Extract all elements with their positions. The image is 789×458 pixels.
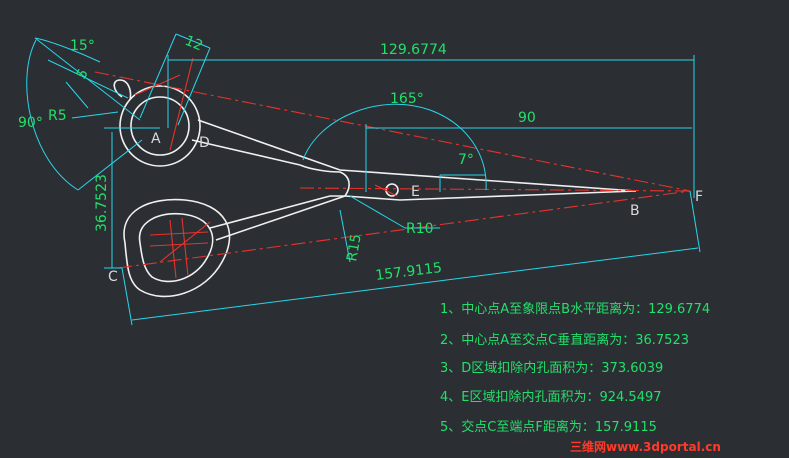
dim-line-157 xyxy=(131,247,699,321)
centerline-tab xyxy=(134,74,181,96)
dim-ext-157-left xyxy=(121,267,133,326)
dimension-lines xyxy=(26,33,701,326)
centerline-horizontal xyxy=(299,187,691,192)
hatch-4 xyxy=(181,217,189,277)
point-label-B: B xyxy=(630,203,640,219)
centerline-upper-ring-vertical xyxy=(169,57,194,151)
dim-ext-90 xyxy=(77,139,143,191)
dim-line-12 xyxy=(175,33,211,49)
lower-ring-inner xyxy=(138,212,214,283)
dim-line-5 xyxy=(65,81,89,109)
upper-ring-inner xyxy=(130,96,190,156)
pivot-hole-E xyxy=(385,183,399,197)
dim-ext-157-right xyxy=(689,190,701,253)
dim-text-36: 36.7523 xyxy=(94,174,110,232)
point-label-E: E xyxy=(411,184,420,200)
upper-blade-top-edge xyxy=(197,119,637,192)
lower-blade-edge xyxy=(330,190,637,201)
hatch-2 xyxy=(149,242,209,247)
dim-ext-15-b xyxy=(47,59,129,99)
dim-text-7deg: 7° xyxy=(458,152,474,168)
dim-text-129: 129.6774 xyxy=(380,42,447,58)
dim-text-R10: R10 xyxy=(406,221,434,237)
results-list: 1、中心点A至象限点B水平距离为：129.6774 2、中心点A至交点C垂直距离… xyxy=(440,301,710,435)
dim-arc-15 xyxy=(34,37,101,63)
dim-text-90deg: 90° xyxy=(18,115,43,131)
dim-text-165: 165° xyxy=(390,91,424,107)
point-labels: A D E B F C xyxy=(108,131,703,285)
hatch-3 xyxy=(169,219,177,279)
point-label-D: D xyxy=(199,135,210,151)
leader-R15 xyxy=(339,209,351,263)
dim-text-15deg: 15° xyxy=(70,38,95,54)
point-label-F: F xyxy=(695,189,703,205)
dim-arc-165 xyxy=(302,103,487,191)
upper-ring-outer xyxy=(119,85,201,167)
hatch-1 xyxy=(149,231,209,236)
result-line-5: 5、交点C至端点F距离为：157.9115 xyxy=(440,419,657,435)
dim-ext-12-left xyxy=(139,33,177,119)
result-line-1: 1、中心点A至象限点B水平距离为：129.6774 xyxy=(440,301,710,317)
dim-text-90: 90 xyxy=(518,110,536,126)
leader-R5 xyxy=(71,111,119,119)
hatch-5 xyxy=(159,221,211,263)
pivot-curve xyxy=(299,164,350,197)
result-line-2: 2、中心点A至交点C垂直距离为：36.7523 xyxy=(440,332,689,348)
upper-handle-lower-edge xyxy=(191,139,301,166)
lower-handle-bottom-edge xyxy=(215,195,346,241)
point-label-C: C xyxy=(108,269,118,285)
lower-handle-top-edge xyxy=(209,195,331,229)
finger-tab xyxy=(113,79,132,101)
result-line-3: 3、D区域扣除内孔面积为：373.6039 xyxy=(440,360,663,376)
dim-text-R15: R15 xyxy=(344,233,365,263)
dim-ext-12-right xyxy=(177,47,211,126)
scissors-outline xyxy=(113,79,637,298)
point-label-A: A xyxy=(151,131,161,147)
dim-text-12: 12 xyxy=(183,33,206,55)
lower-ring-outer xyxy=(123,198,231,298)
dimension-texts: 15° 12 5 129.6774 165° 90 90° R5 7° 36.7… xyxy=(18,33,536,284)
leader-R10 xyxy=(349,195,406,229)
centerline-lower xyxy=(117,190,691,269)
dim-text-R5: R5 xyxy=(48,108,67,124)
watermark: 三维网www.3dportal.cn xyxy=(570,439,721,454)
result-line-4: 4、E区域扣除内孔面积为：924.5497 xyxy=(440,389,662,405)
pivot-cross-1 xyxy=(374,184,398,197)
dim-arc-90 xyxy=(26,39,79,191)
centerlines xyxy=(94,57,691,279)
centerline-upper xyxy=(94,71,691,192)
dim-text-157: 157.9115 xyxy=(375,260,443,284)
